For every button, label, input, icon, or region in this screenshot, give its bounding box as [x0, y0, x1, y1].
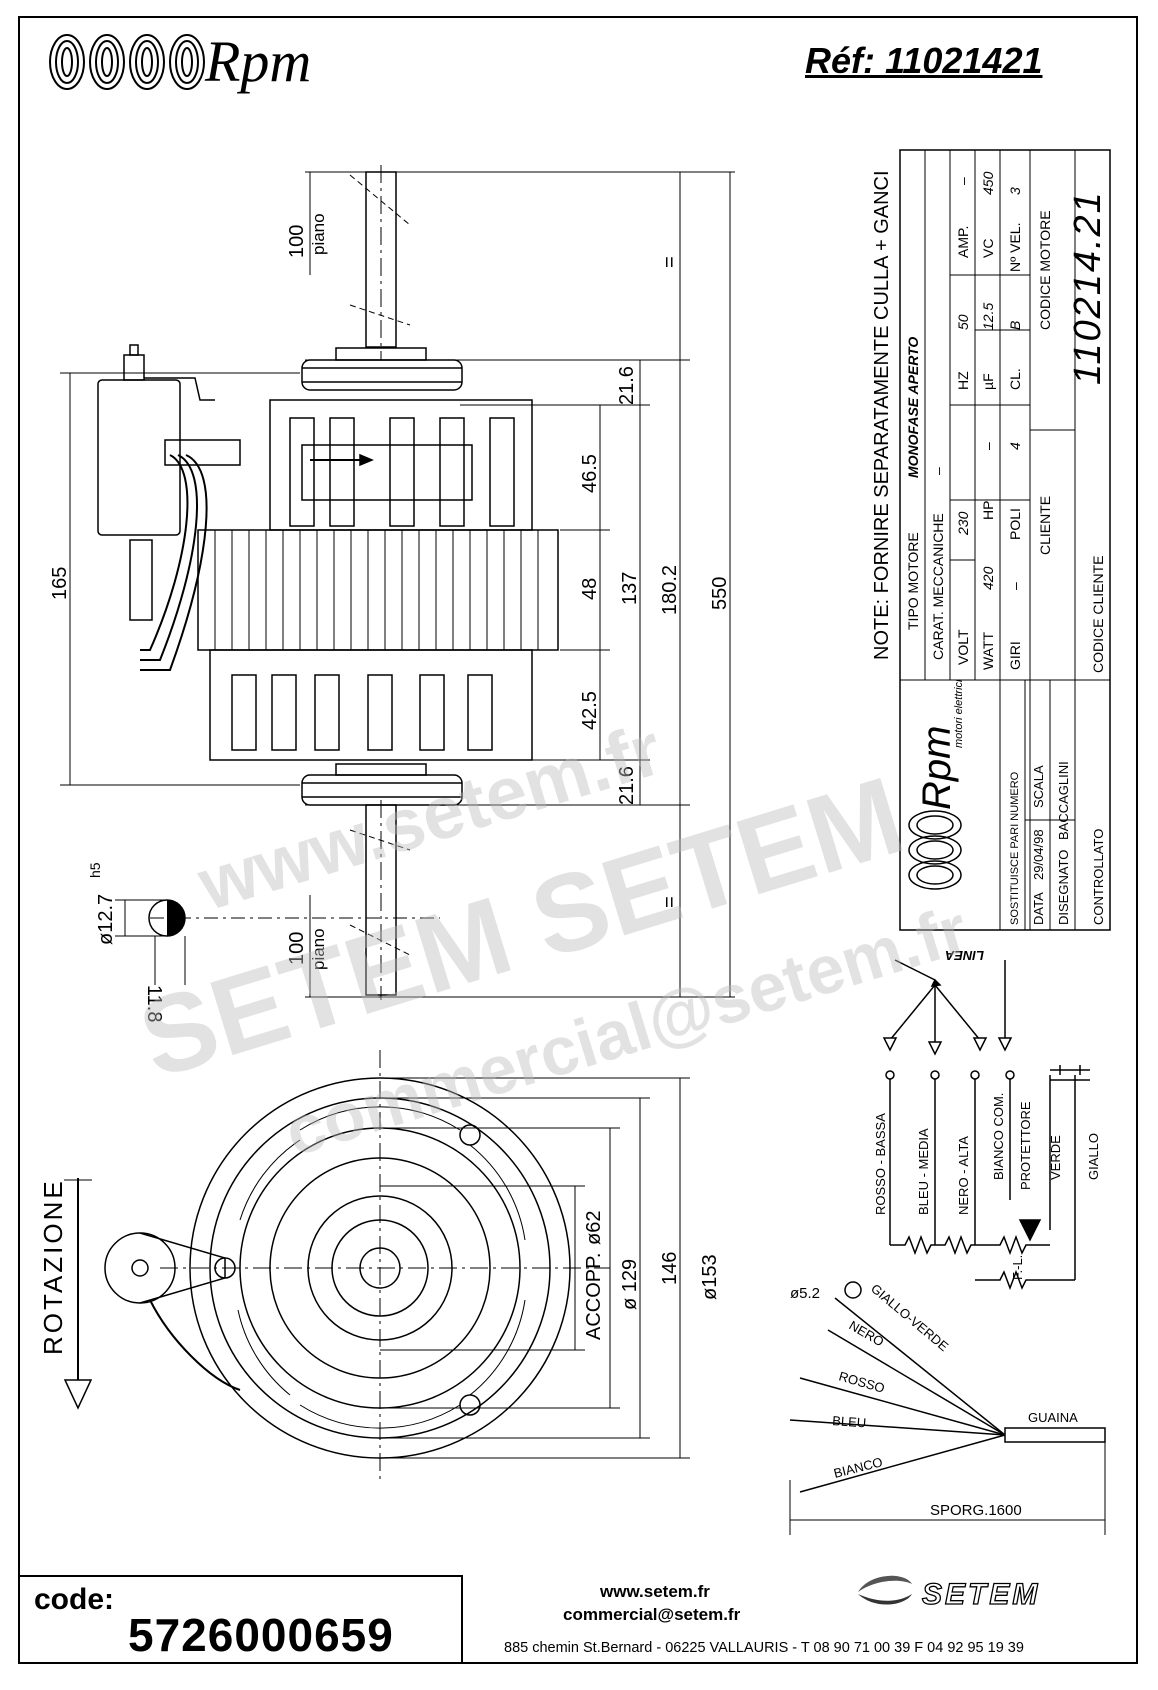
- dim-accopp: ACCOPP.: [583, 1253, 605, 1340]
- wire-bianco-com: BIANCO COM.: [991, 1093, 1006, 1180]
- spec-tipo-value: MONOFASE APERTO: [905, 337, 921, 478]
- dim-21-6-bottom: 21.6: [616, 766, 638, 805]
- dim-62: ø62: [583, 1211, 605, 1245]
- spec-hp-value: –: [980, 442, 996, 450]
- code-value: 5726000659: [128, 1609, 394, 1661]
- dim-shaft-flat: 11.8: [143, 985, 165, 1022]
- spec-carat-value: –: [930, 467, 946, 475]
- dim-21-6-top: 21.6: [616, 366, 638, 405]
- wire-verde: VERDE: [1048, 1135, 1063, 1180]
- spec-poli-value: 4: [1007, 442, 1023, 450]
- spec-nvel-value: 3: [1007, 187, 1023, 195]
- spec-hz-value: 50: [955, 314, 971, 330]
- rpm-coil-logo: [49, 34, 205, 90]
- tb-logo-sub: motori elettrici: [953, 679, 965, 748]
- spec-note: NOTE: FORNIRE SEPARATAMENTE CULLA + GANC…: [871, 170, 893, 660]
- bearing-bottom: [209, 649, 533, 761]
- spec-giri-value: –: [1007, 582, 1023, 590]
- wire-sporg: SPORG.1600: [930, 1502, 1022, 1519]
- spec-giri-label: GIRI: [1007, 641, 1023, 670]
- spec-codice-motore-label: CODICE MOTORE: [1037, 210, 1053, 330]
- spec-vc-label: VC: [980, 239, 996, 258]
- setem-brand: SETEM: [921, 1577, 1041, 1611]
- spec-uf-label: µF: [980, 373, 996, 390]
- wire-protettore: PROTETTORE: [1018, 1101, 1033, 1190]
- code-box: code: 5726000659: [18, 1575, 463, 1664]
- cable-sheath: [1004, 1427, 1106, 1443]
- dim-180-2: 180.2: [659, 565, 681, 615]
- spec-hp-label: HP: [980, 501, 996, 520]
- wire-guaina: GUAINA: [1028, 1410, 1078, 1425]
- spec-cliente-label: CLIENTE: [1037, 496, 1053, 555]
- spec-hz-label: HZ: [955, 371, 971, 390]
- spec-uf-value: 12.5: [980, 303, 996, 330]
- dim-piano-bottom-label: piano: [309, 928, 328, 970]
- tb-controllato-label: CONTROLLATO: [1091, 829, 1106, 925]
- dim-129: ø 129: [619, 1259, 641, 1310]
- drawing-frame: [18, 16, 1138, 1664]
- code-label: code:: [34, 1583, 115, 1616]
- spec-codice-motore-value: 110214.21: [1067, 190, 1109, 385]
- dim-eq-bottom: =: [659, 896, 681, 908]
- tb-data-label: DATA: [1031, 892, 1046, 925]
- spec-watt-label: WATT: [980, 631, 996, 670]
- wire-fl: F.-L.: [1010, 1255, 1025, 1280]
- spec-volt-label: VOLT: [955, 629, 971, 665]
- spec-poli-label: POLI: [1007, 508, 1023, 540]
- tb-disegnato-value: BACCAGLINI: [1056, 761, 1071, 840]
- spec-amp-value: –: [955, 177, 971, 185]
- spec-nvel-label: Nº VEL.: [1007, 223, 1023, 272]
- tb-data-value: 29/04/98: [1031, 829, 1046, 880]
- wire-giallo: GIALLO: [1086, 1133, 1101, 1180]
- dim-shaft-tol: h5: [87, 862, 103, 878]
- dim-165: 165: [49, 567, 71, 600]
- wire-bleu-media: BLEU - MEDIA: [916, 1128, 931, 1215]
- dim-153: ø153: [699, 1254, 721, 1300]
- dim-42-5: 42.5: [579, 691, 601, 730]
- spec-vc-value: 450: [980, 171, 996, 195]
- tb-scala-label: SCALA: [1031, 765, 1046, 808]
- bearing-top: [269, 399, 533, 531]
- dim-piano-top: 100: [286, 225, 308, 258]
- footer-website[interactable]: www.setem.fr: [600, 1582, 710, 1601]
- wire-linea: LINEA: [945, 948, 984, 963]
- wire-bianco: BIANCO: [832, 1454, 884, 1481]
- capacitor: [97, 379, 181, 536]
- dim-piano-top-label: piano: [309, 213, 328, 255]
- dim-48: 48: [579, 578, 601, 600]
- tb-sostituisce: SOSTITUISCE PARI NUMERO: [1009, 771, 1021, 925]
- spec-codice-cliente-label: CODICE CLIENTE: [1090, 556, 1106, 673]
- setem-swirl-logo: [858, 1575, 912, 1605]
- rotation-label: ROTAZIONE: [38, 1178, 68, 1355]
- spec-volt-value: 230: [955, 511, 971, 536]
- wire-cable-dia: ø5.2: [790, 1285, 820, 1302]
- brand-logo-text: Rpm: [205, 29, 312, 94]
- wire-nero-alta: NERO - ALTA: [956, 1136, 971, 1215]
- tb-disegnato-label: DISEGNATO: [1056, 850, 1071, 925]
- spec-amp-label: AMP.: [955, 226, 971, 258]
- spec-carat-label: CARAT. MECCANICHE: [930, 513, 946, 660]
- dim-146: 146: [659, 1252, 681, 1285]
- footer-email[interactable]: commercial@setem.fr: [563, 1605, 741, 1624]
- dim-137: 137: [619, 572, 641, 605]
- wire-rosso-bassa: ROSSO - BASSA: [873, 1113, 888, 1215]
- dim-shaft-dia: ø12.7: [95, 894, 117, 945]
- footer-address: 885 chemin St.Bernard - 06225 VALLAURIS …: [504, 1640, 1024, 1656]
- dim-eq-top: =: [659, 256, 681, 268]
- dim-piano-bottom: 100: [286, 932, 308, 965]
- spec-tipo-label: TIPO MOTORE: [905, 532, 921, 630]
- wire-bleu: BLEU: [832, 1413, 867, 1430]
- spec-watt-value: 420: [980, 566, 996, 590]
- reference-number: Réf: 11021421: [805, 40, 1043, 81]
- spec-table: [899, 149, 1111, 931]
- wire-rosso: ROSSO: [837, 1368, 886, 1395]
- dim-46-5: 46.5: [579, 454, 601, 493]
- dim-550: 550: [709, 577, 731, 610]
- pulley-top: [301, 359, 463, 391]
- spec-cl-label: CL.: [1007, 368, 1023, 390]
- tb-logo: Rpm: [915, 726, 959, 810]
- spec-cl-value: B: [1007, 321, 1023, 330]
